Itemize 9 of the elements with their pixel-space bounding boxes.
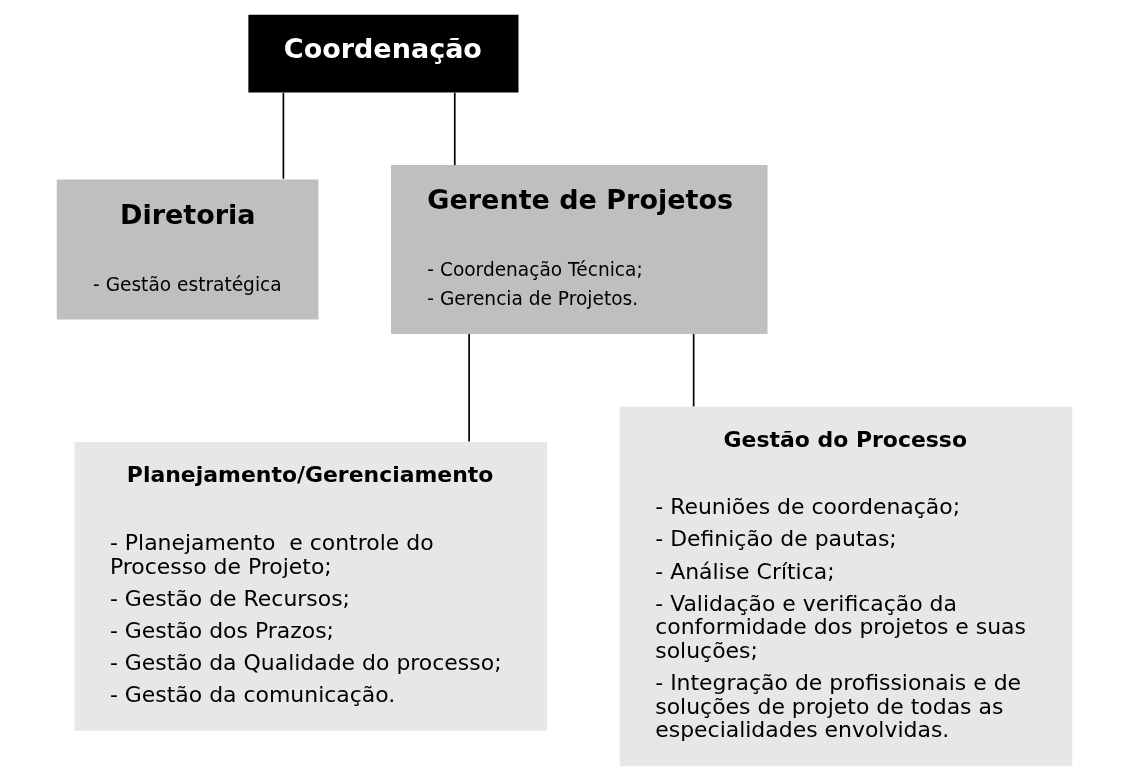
- connector: [282, 92, 284, 180]
- connector: [467, 333, 470, 443]
- node-box: Gestão do Processo - Reuniões de coordenação; - Definição de pautas; - Análise Crítica; - Validação e verificação da conformidade dos projetos e suas soluções; - Integração de profissionais e de soluções de projeto de todas as especialidades envolvidas.: [619, 406, 1072, 767]
- node-box: Gerente de Projetos - Coordenação Técnica; - Gerencia de Projetos.: [390, 165, 767, 334]
- connector: [453, 92, 456, 166]
- node-box: Diretoria - Gestão estratégica: [56, 179, 318, 320]
- node-box: Coordenação: [247, 14, 518, 93]
- node-box: Planejamento/Gerenciamento - Planejamento e controle do Processo de Projeto; - Gestão de Recursos; - Gestão dos Prazos; - Gestão da Qualidade do processo; - Gestão da comunicação.: [74, 442, 547, 731]
- connector: [692, 333, 694, 408]
